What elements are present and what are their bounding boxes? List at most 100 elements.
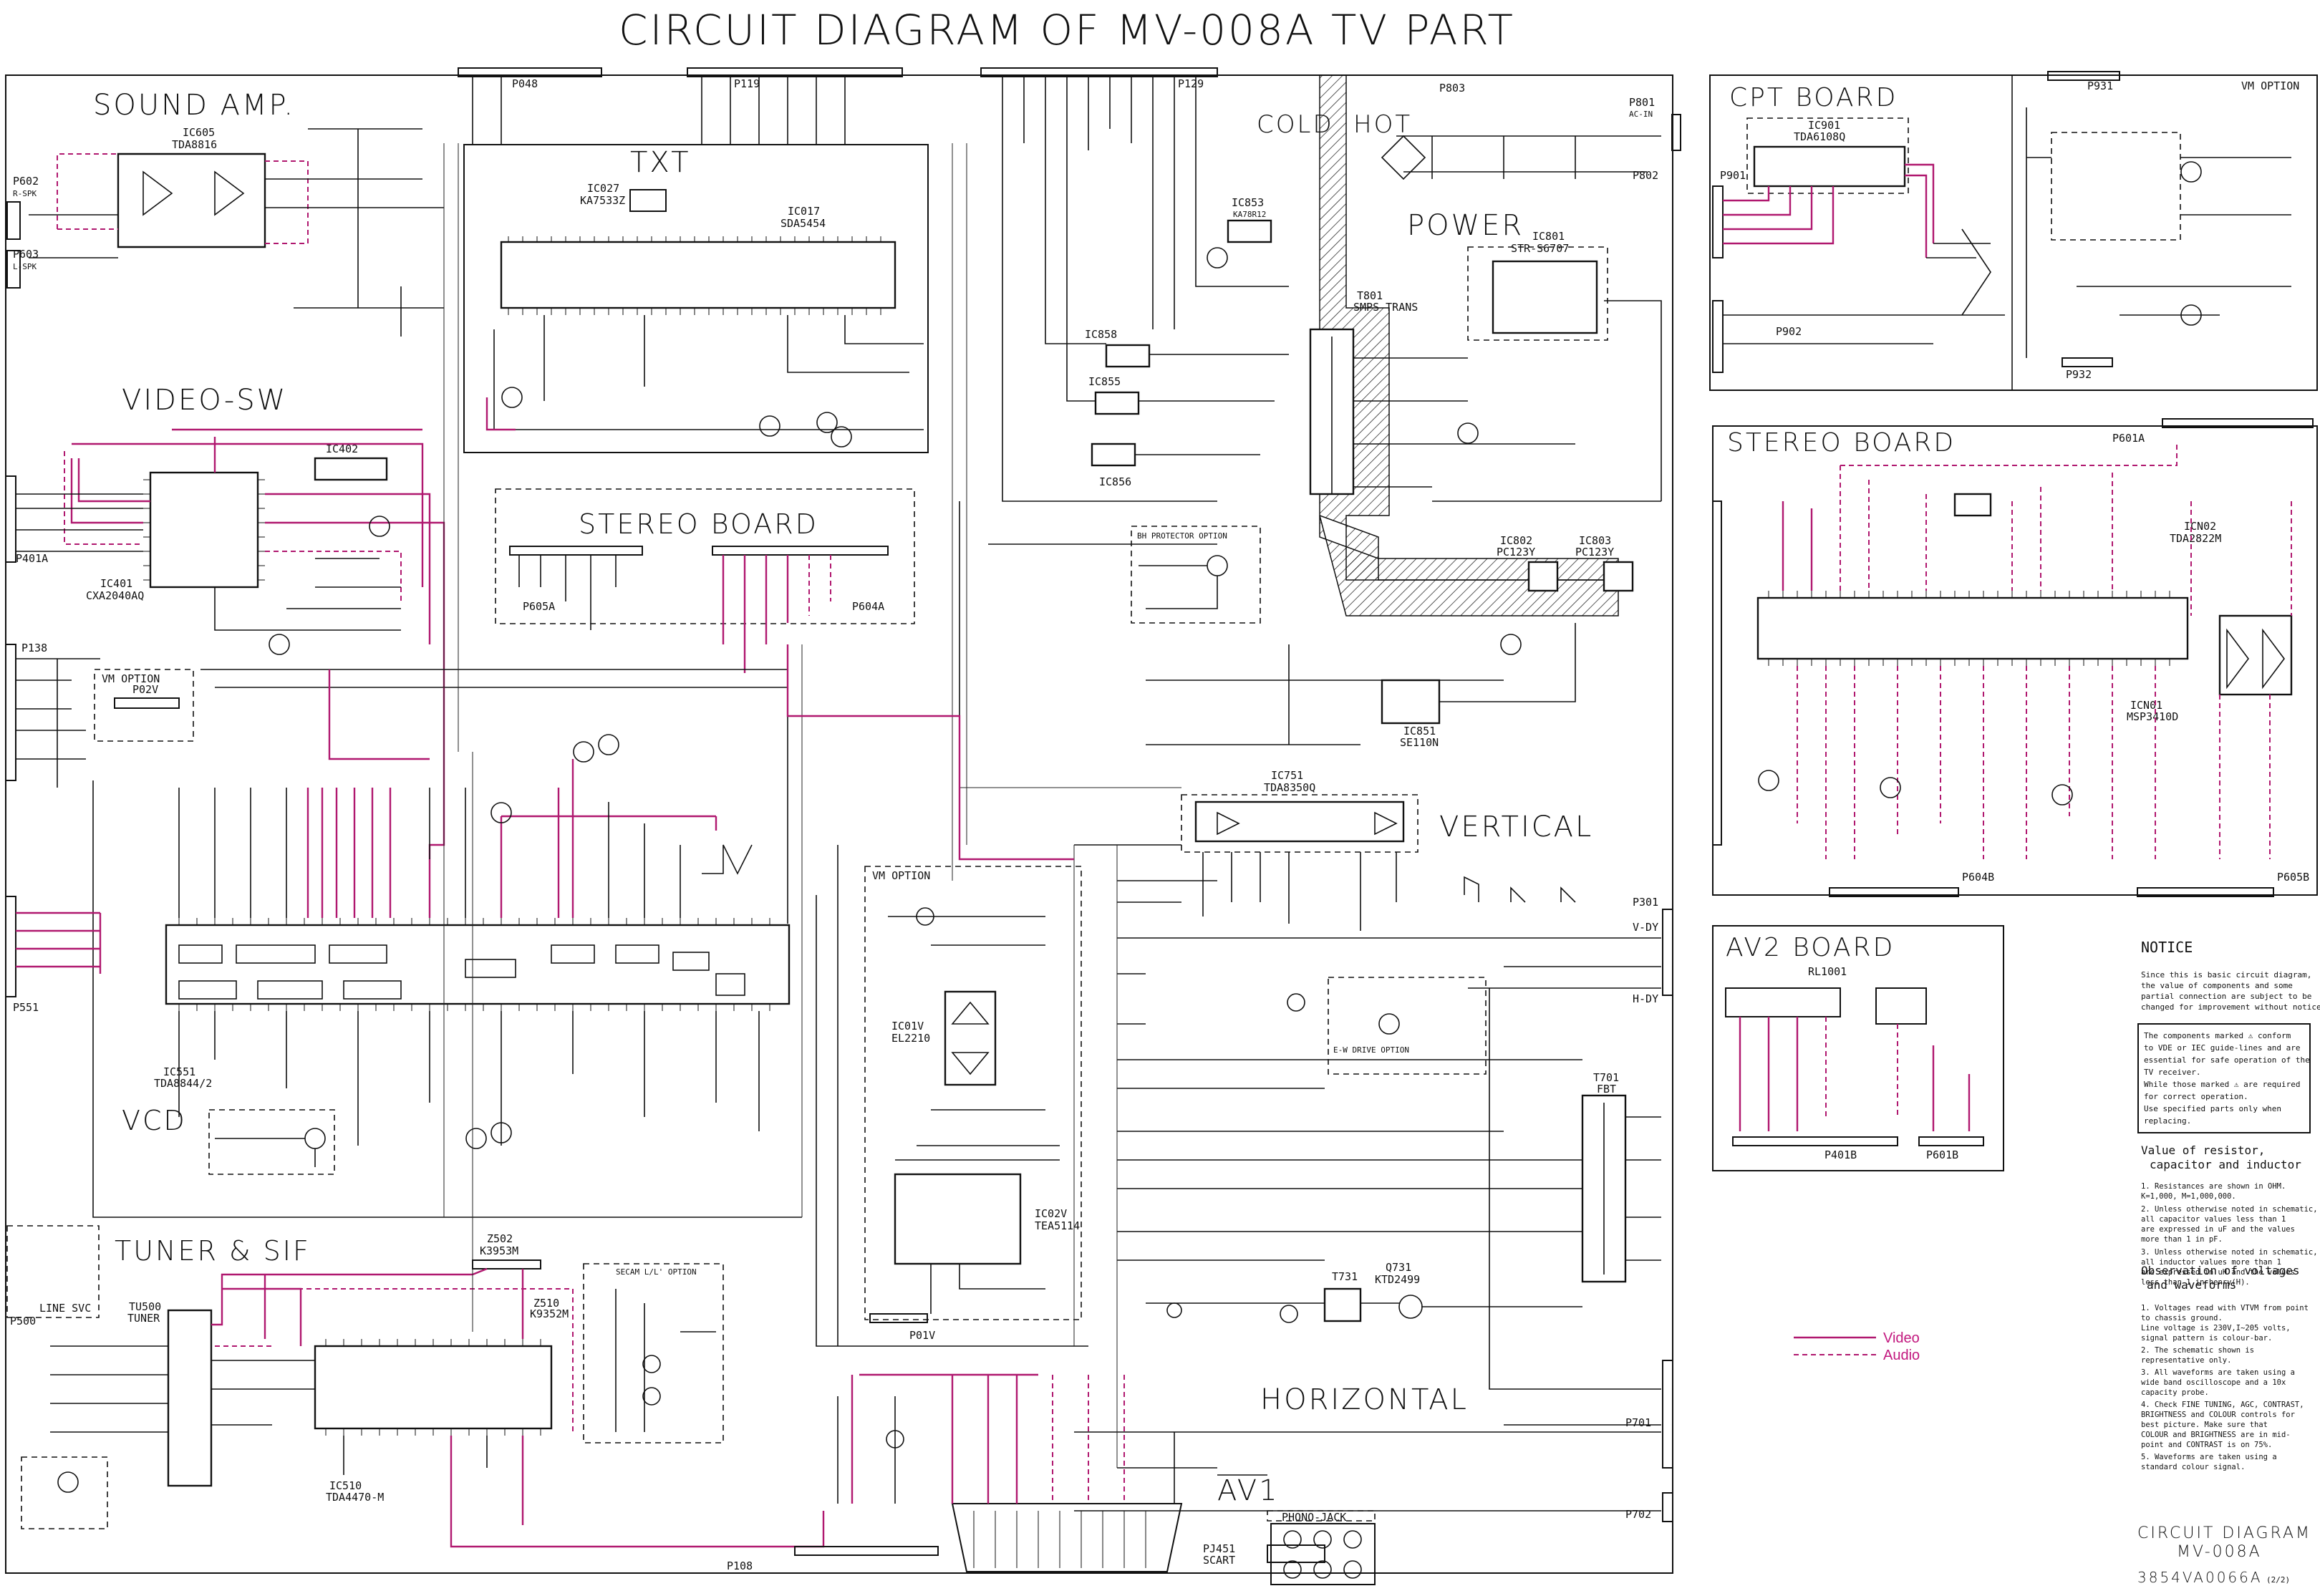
p701-label: P701 [1625,1416,1651,1429]
resistor-note-2: K=1,000, M=1,000,000. [2141,1192,2236,1201]
av1-label: AV1 [1217,1474,1280,1507]
stereo-board-center: STEREO BOARD P605A P604A [495,488,915,673]
top-connectors: P048 P119 P129 [458,67,1218,165]
main-frame [5,74,1673,1574]
p108-label: P108 [727,1559,753,1572]
ic017-label: IC017 [788,205,820,218]
ic901-part: TDA6108Q [1794,130,1845,143]
p801-label: P801 [1629,96,1655,109]
svg-text:Observation of voltages: Observation of voltages and waveforms [2141,1264,2306,1292]
p604a-label: P604A [852,600,884,613]
stereo-right-label: STEREO BOARD [1727,428,1956,458]
legend-audio: Audio [1883,1348,1920,1363]
vcd-label: VCD [122,1105,187,1136]
ic02v-label: IC02V [1035,1207,1067,1220]
p401b-label: P401B [1824,1148,1857,1161]
resistor-note-1: 1. Resistances are shown in OHM. [2141,1182,2286,1191]
vertical-label: VERTICAL [1439,811,1593,843]
resistor-note-7: 3. Unless otherwise noted in schematic, [2141,1248,2318,1257]
footer-sheet: (2/2) [2266,1575,2290,1585]
stereo-board-right: STEREO BOARD P601A ICN02 TDA2822M ICN01 … [1712,418,2318,897]
icn01-label: ICN01 [2130,699,2162,712]
ic803-part: PC123Y [1575,546,1614,558]
ic851-label: IC851 [1403,725,1436,737]
q731-part: KTD2499 [1375,1273,1420,1286]
observation-note-3: Line voltage is 230V,I~205 volts, [2141,1324,2291,1333]
z510-part: K9352M [530,1307,569,1320]
ic402-label: IC402 [326,442,358,455]
tuner-sif-label: TUNER & SIF [115,1235,311,1267]
observation-note-12: best picture. Make sure that [2141,1421,2268,1429]
observation-note-6: representative only. [2141,1356,2231,1365]
vertical-section: IC751 TDA8350Q VERTICAL P301 V-DY H-DY E… [1074,769,1673,1075]
ic853-label: IC853 [1232,196,1264,209]
pj451-label: PJ451 [1203,1542,1235,1555]
bh-protector-label: BH PROTECTOR OPTION [1137,531,1227,541]
p803-label: P803 [1439,82,1465,95]
p801-sub: AC-IN [1629,110,1653,119]
observation-note-2: to chassis ground. [2141,1314,2223,1322]
observation-note-16: standard colour signal. [2141,1463,2245,1471]
secam-option-label: SECAM L/L' OPTION [616,1267,697,1277]
ic551-block: IC551 TDA8844/2 P551 [5,669,802,1218]
resistor-note-6: more than 1 in pF. [2141,1235,2223,1244]
p602-label: P602 [13,175,39,188]
notice-box-2: to VDE or IEC guide-lines and are [2144,1043,2301,1053]
horizontal-section: T701 FBT T731 Q731 KTD2499 HORIZONTAL P7… [1074,988,1673,1522]
t731-label: T731 [1332,1270,1358,1283]
vm-option-center-label: VM OPTION [872,869,930,882]
p301-label: P301 [1633,896,1658,909]
tuner-sif-section: TUNER & SIF LINE SVC P500 TU500 TUNER Z5… [6,1225,825,1548]
ic401-label: IC401 [100,577,132,590]
t801-part: SMPS TRANS [1353,301,1418,314]
p802-label: P802 [1633,169,1658,182]
resistor-note-3: 2. Unless otherwise noted in schematic, [2141,1205,2318,1214]
line-svc-label: LINE SVC [39,1302,91,1315]
p932-label: P932 [2066,368,2092,381]
backbone-wiring [443,143,1181,1468]
p01v-label: P01V [909,1329,935,1342]
av2-board: AV2 BOARD RL1001 P401B P601B [1712,925,2004,1171]
notice-box-6: for correct operation. [2144,1092,2248,1101]
z510-label: Z510 [533,1297,559,1310]
resistor-heading-2: capacitor and inductor [2150,1158,2301,1171]
txt-section: TXT IC027 KA7533Z IC017 SDA5454 [463,144,929,453]
observation-note-15: 5. Waveforms are taken using a [2141,1453,2277,1461]
p601a-label: P601A [2112,432,2145,445]
vm-option-center: VM OPTION IC01V EL2210 IC02V TEA5114 P01… [816,845,1088,1347]
ic853-part: KA78R12 [1233,210,1266,219]
phono-jack-label: PHONO-JACK [1282,1511,1346,1524]
footer-doc-no: 3854VA0066A [2137,1569,2263,1586]
ic605-label: IC605 [183,126,215,139]
ic01v-label: IC01V [891,1020,924,1032]
footer-line1: CIRCUIT DIAGRAM [2137,1524,2311,1542]
av2-board-label: AV2 BOARD [1726,933,1895,962]
observation-note-1: 1. Voltages read with VTVM from point [2141,1304,2309,1312]
p129-label: P129 [1178,77,1204,90]
notice-intro-1: Since this is basic circuit diagram, [2141,970,2311,980]
ic510-part: TDA4470-M [326,1491,384,1504]
bh-protector: BH PROTECTOR OPTION [1131,526,1261,624]
line-legend: Video Audio [1794,1330,1920,1363]
ic803-label: IC803 [1579,534,1611,547]
icn02-label: ICN02 [2184,520,2216,533]
t701-label: T701 [1593,1071,1619,1084]
ic605-part: TDA8816 [172,138,217,151]
p551-label: P551 [13,1001,39,1014]
p603-sub: L-SPK [13,262,37,271]
p605a-label: P605A [523,600,555,613]
ic551-part: TDA8844/2 [154,1077,212,1090]
ic751-part: TDA8350Q [1264,781,1315,794]
ic85x-block: IC853 KA78R12 IC858 IC855 IC856 [816,136,1289,788]
p048-label: P048 [512,77,538,90]
p931-label: P931 [2087,79,2113,92]
svg-text:The components marked ⚠ confor: The components marked ⚠ conform to VDE o… [2144,1031,2314,1126]
observation-note-10: 4. Check FINE TUNING, AGC, CONTRAST, [2141,1401,2304,1409]
observation-note-14: point and CONTRAST is on 75%. [2141,1441,2272,1449]
p138-label: P138 [21,642,47,654]
ic856-label: IC856 [1099,475,1131,488]
ic802-part: PC123Y [1497,546,1535,558]
z502-label: Z502 [487,1232,513,1245]
notice-box-7: Use specified parts only when [2144,1104,2281,1113]
notice-box-1: The components marked ⚠ conform [2144,1031,2291,1040]
